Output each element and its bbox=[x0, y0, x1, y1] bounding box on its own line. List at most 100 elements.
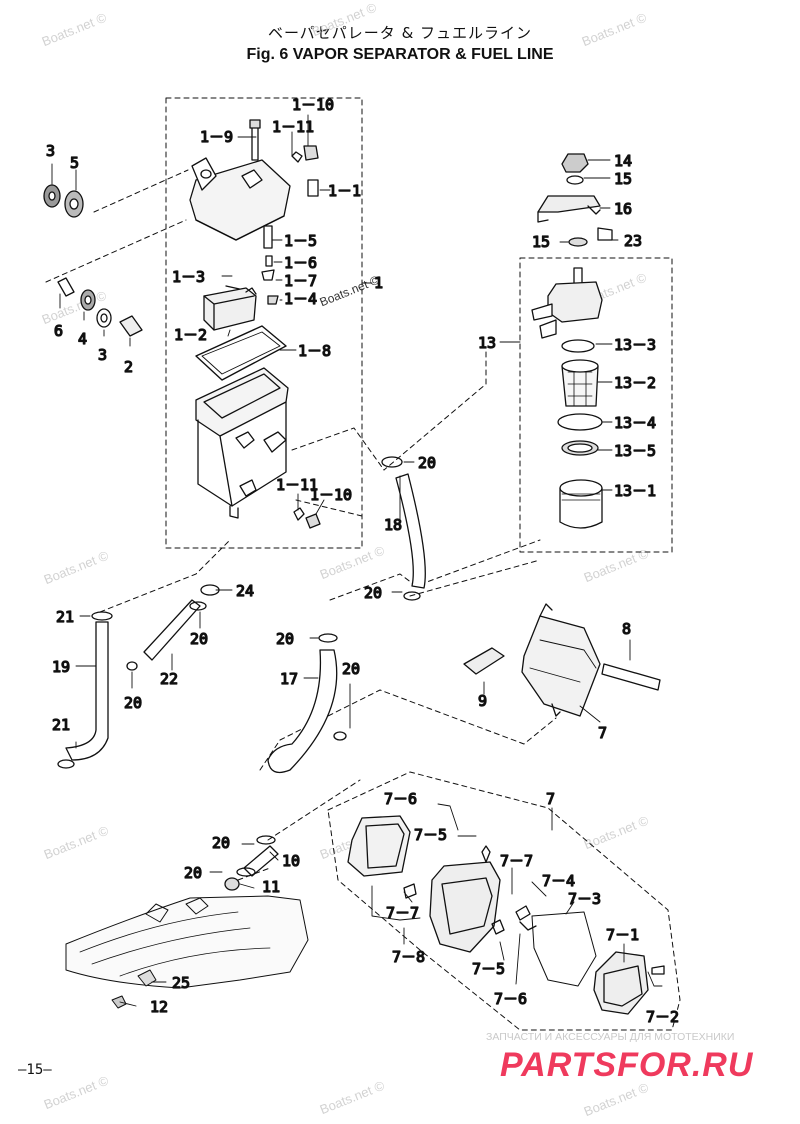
bracket-hardware bbox=[43, 184, 143, 337]
callout-7-2: 7－2 bbox=[646, 1008, 679, 1026]
callout-13-2: 13－2 bbox=[614, 374, 656, 392]
fuel-filter-assembly bbox=[531, 153, 613, 529]
fuel-pump-exploded bbox=[347, 815, 665, 1015]
callout-leaders bbox=[51, 114, 663, 1007]
callout-20: 20 bbox=[276, 630, 294, 648]
engine-block-fragment bbox=[65, 895, 309, 1009]
leader-line bbox=[45, 219, 187, 283]
callout-7: 7 bbox=[598, 724, 607, 742]
callout-2: 2 bbox=[124, 358, 133, 376]
callout-13-3: 13－3 bbox=[614, 336, 656, 354]
callout-15: 15 bbox=[614, 170, 632, 188]
callout-7-8: 7－8 bbox=[392, 948, 425, 966]
shop-tagline: ЗАПЧАСТИ И АКСЕССУАРЫ ДЛЯ МОТОТЕХНИКИ bbox=[486, 1031, 735, 1043]
callout-1-7: 1－7 bbox=[284, 272, 317, 290]
callout-20: 20 bbox=[184, 864, 202, 882]
leader-line bbox=[409, 559, 541, 597]
callout-20: 20 bbox=[124, 694, 142, 712]
callout-14: 14 bbox=[614, 152, 632, 170]
float-chamber-gasket-inner bbox=[201, 331, 281, 375]
callout-1-3: 1－3 bbox=[172, 268, 205, 286]
callout-1-10: 1－10 bbox=[310, 486, 352, 504]
leader-line bbox=[237, 867, 271, 881]
callout-22: 22 bbox=[160, 670, 178, 688]
callout-16: 16 bbox=[614, 200, 632, 218]
callout-1-4: 1－4 bbox=[284, 290, 317, 308]
vapor-separator-assembly-box bbox=[165, 97, 363, 549]
shop-logo: PARTSFOR.RU bbox=[500, 1046, 754, 1084]
callout-7-1: 7－1 bbox=[606, 926, 639, 944]
leader-line bbox=[93, 169, 189, 213]
callout-6: 6 bbox=[54, 322, 63, 340]
callout-11: 11 bbox=[262, 878, 280, 896]
leader-line bbox=[267, 779, 361, 841]
callout-1-9: 1－9 bbox=[200, 128, 233, 146]
callout-20: 20 bbox=[364, 584, 382, 602]
callout-1-10: 1－10 bbox=[292, 96, 334, 114]
float-chamber-gasket bbox=[195, 325, 287, 381]
callout-21: 21 bbox=[52, 716, 70, 734]
callout-1-6: 1－6 bbox=[284, 254, 317, 272]
callout-13-5: 13－5 bbox=[614, 442, 656, 460]
callout-1: 1 bbox=[374, 274, 383, 292]
float-chamber-body bbox=[195, 367, 289, 519]
callout-labels: 1－10 1－9 1－11 1－1 1－5 1－6 1－3 1－7 1 1－4 … bbox=[45, 95, 679, 1026]
callout-1-11: 1－11 bbox=[272, 118, 314, 136]
callout-20: 20 bbox=[212, 834, 230, 852]
callout-24: 24 bbox=[236, 582, 254, 600]
callout-1-2: 1－2 bbox=[174, 326, 207, 344]
vapor-separator-cover bbox=[189, 119, 319, 249]
fuel-pump-assembly-box bbox=[327, 771, 681, 1031]
callout-3: 3 bbox=[98, 346, 107, 364]
callout-7-7: 7－7 bbox=[386, 904, 419, 922]
callout-18: 18 bbox=[384, 516, 402, 534]
callout-19: 19 bbox=[52, 658, 70, 676]
callout-15: 15 bbox=[532, 233, 550, 251]
fuel-pump-upper bbox=[463, 603, 661, 717]
assembly-outlines bbox=[45, 97, 681, 1031]
callout-7-4: 7－4 bbox=[542, 872, 575, 890]
callout-1-11: 1－11 bbox=[276, 476, 318, 494]
leader-line bbox=[291, 427, 385, 471]
callout-7-5: 7－5 bbox=[472, 960, 505, 978]
callout-13: 13 bbox=[478, 334, 496, 352]
leader-line bbox=[259, 689, 557, 771]
callout-4: 4 bbox=[78, 330, 87, 348]
callout-7: 7 bbox=[546, 790, 555, 808]
callout-7-6: 7－6 bbox=[384, 790, 417, 808]
vapor-separator-small-parts bbox=[203, 255, 279, 331]
callout-20: 20 bbox=[190, 630, 208, 648]
callout-7-3: 7－3 bbox=[568, 890, 601, 908]
callout-23: 23 bbox=[624, 232, 642, 250]
callout-1-5: 1－5 bbox=[284, 232, 317, 250]
callout-7-7: 7－7 bbox=[500, 852, 533, 870]
callout-20: 20 bbox=[418, 454, 436, 472]
leader-line bbox=[329, 539, 541, 601]
figure-title: Fig. 6 VAPOR SEPARATOR & FUEL LINE bbox=[246, 46, 554, 63]
leader-line bbox=[295, 499, 363, 517]
callout-7-6: 7－6 bbox=[494, 990, 527, 1008]
title-japanese: ベーパセパレータ & フュエルライン bbox=[267, 24, 533, 42]
filter-assembly-box bbox=[519, 257, 673, 553]
fuel-hoses bbox=[65, 473, 426, 877]
callout-7-5: 7－5 bbox=[414, 826, 447, 844]
callout-13-4: 13－4 bbox=[614, 414, 656, 432]
callout-12: 12 bbox=[150, 998, 168, 1016]
callout-20: 20 bbox=[342, 660, 360, 678]
callout-10: 10 bbox=[282, 852, 300, 870]
page-number: —15— bbox=[18, 1062, 52, 1078]
leader-line bbox=[383, 351, 487, 471]
callout-1-1: 1－1 bbox=[328, 182, 361, 200]
drain-screw-parts bbox=[293, 507, 321, 529]
callout-13-1: 13－1 bbox=[614, 482, 656, 500]
callout-17: 17 bbox=[280, 670, 298, 688]
callout-9: 9 bbox=[478, 692, 487, 710]
callout-21: 21 bbox=[56, 608, 74, 626]
callout-5: 5 bbox=[70, 154, 79, 172]
callout-1-8: 1－8 bbox=[298, 342, 331, 360]
callout-3: 3 bbox=[46, 142, 55, 160]
leader-line bbox=[99, 539, 231, 613]
callout-8: 8 bbox=[622, 620, 631, 638]
